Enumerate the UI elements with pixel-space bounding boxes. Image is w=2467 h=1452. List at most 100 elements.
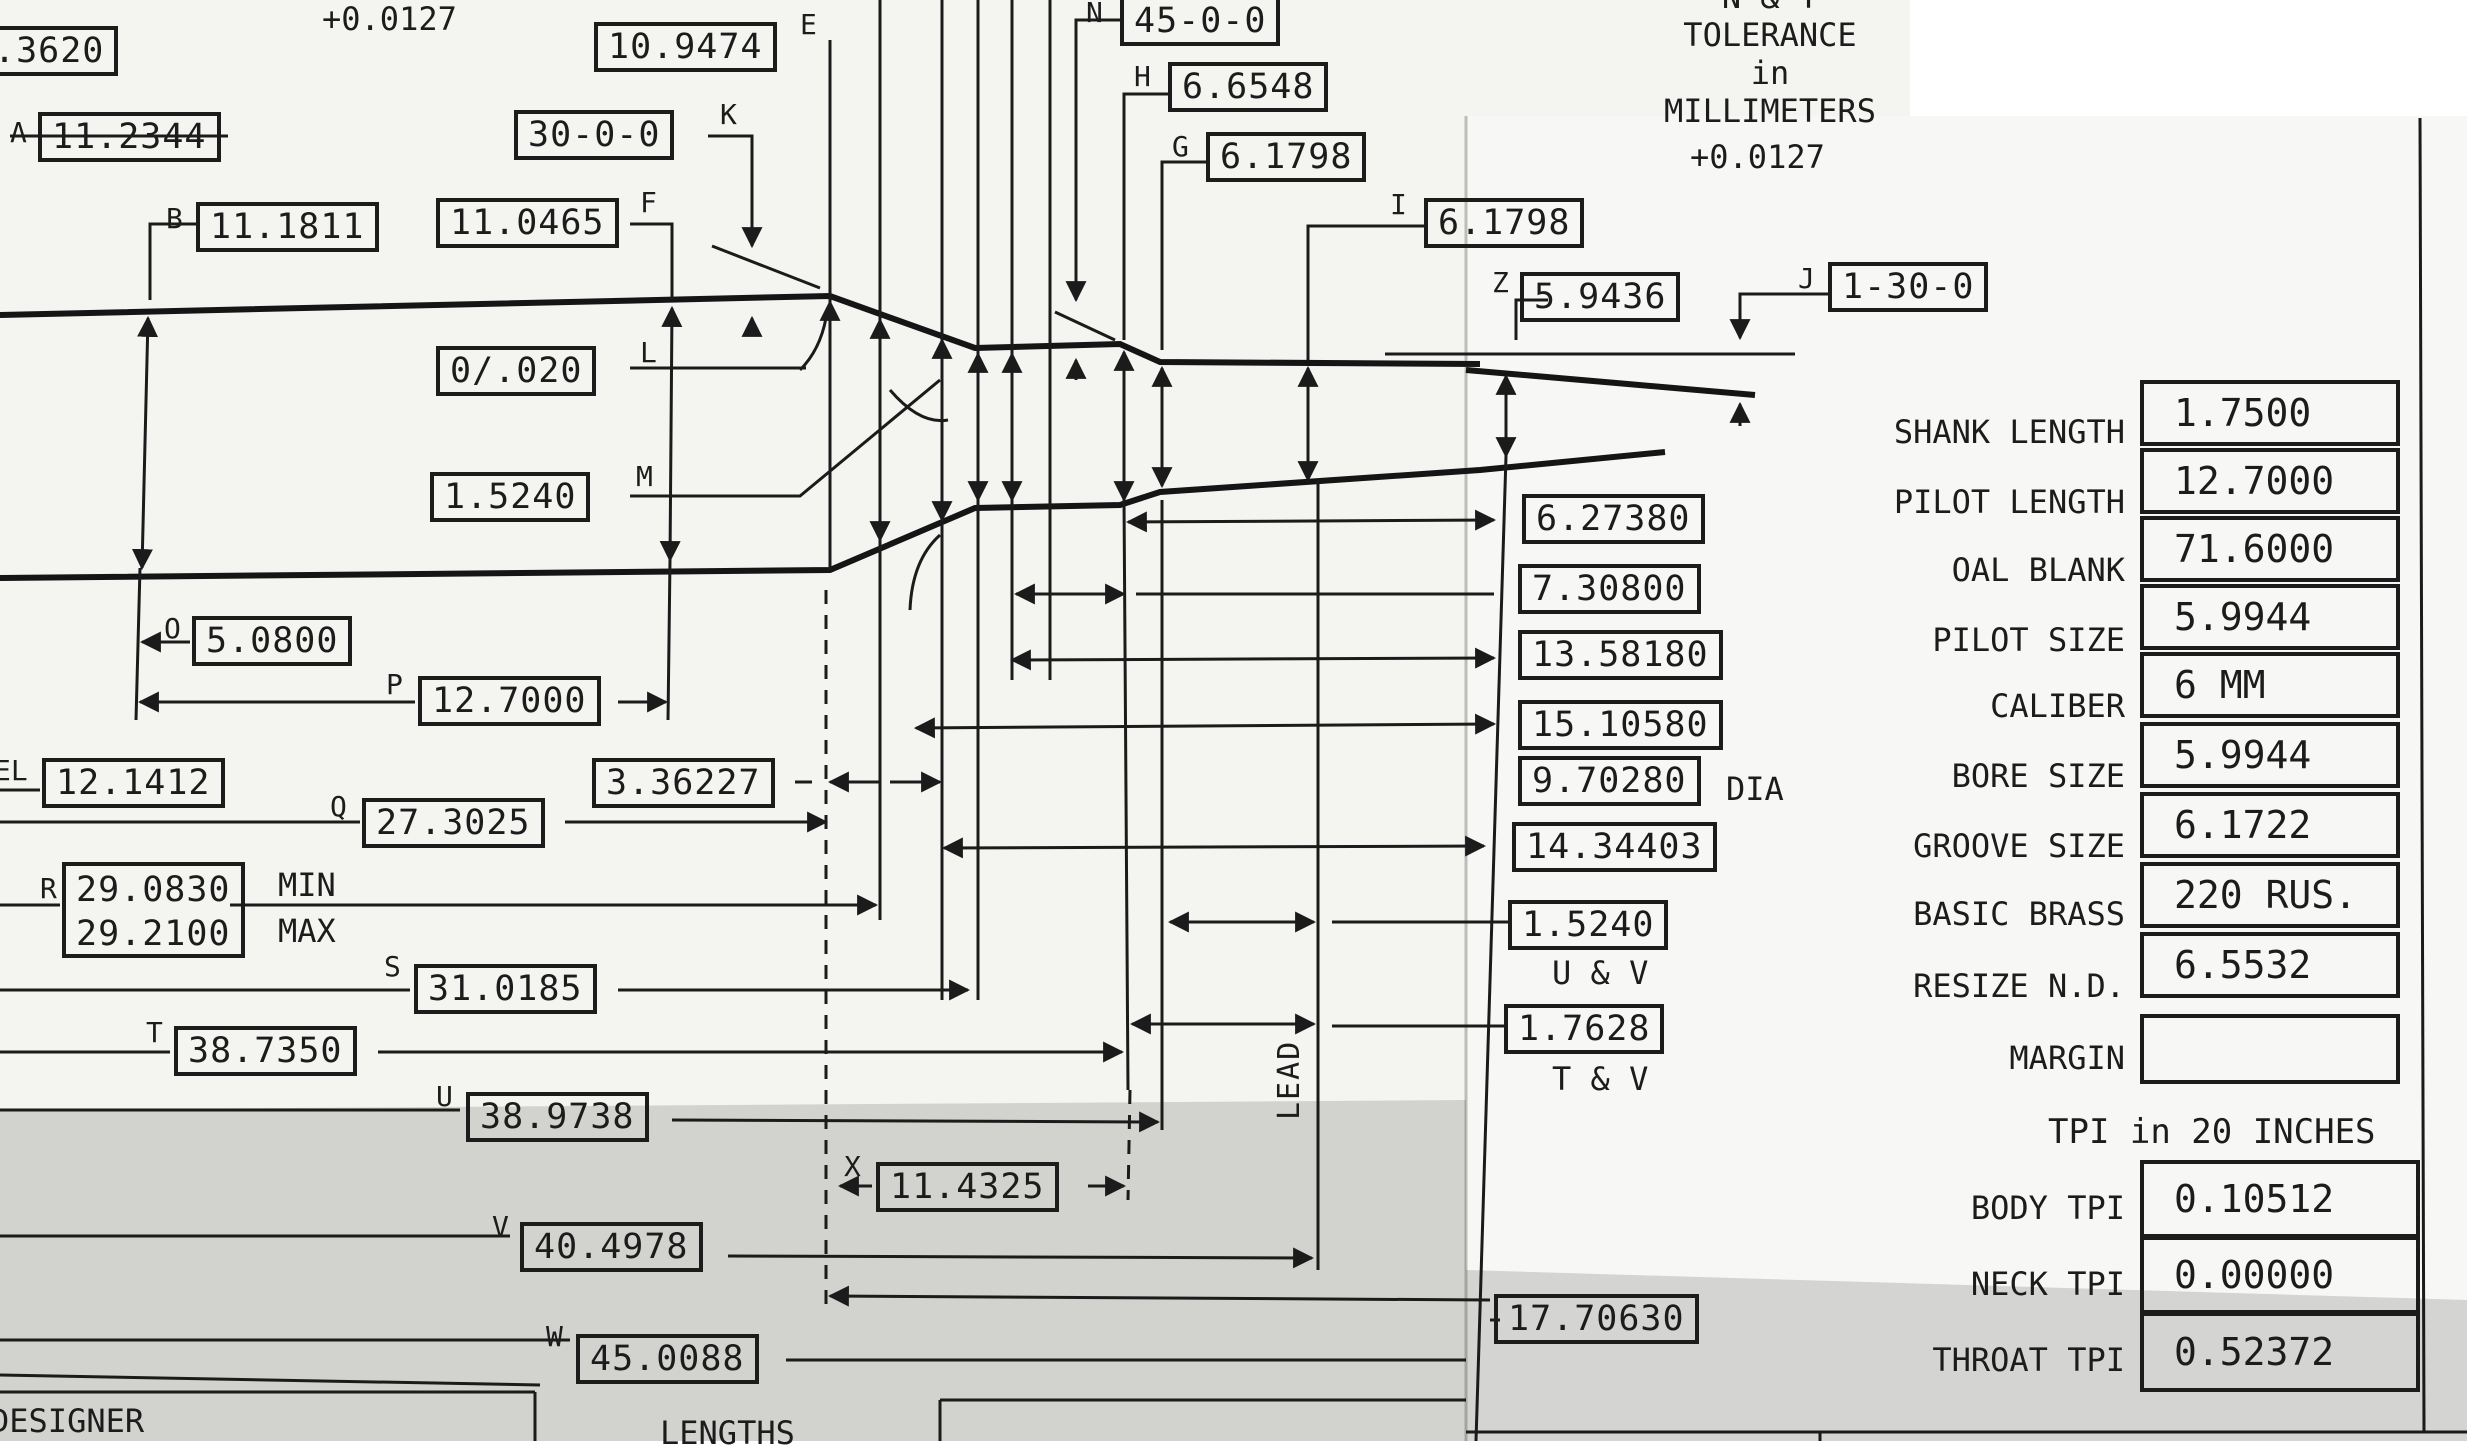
- label-u: U: [436, 1080, 453, 1113]
- spec-label: BASIC BRASS: [1913, 895, 2125, 933]
- spec-value: 12.7000: [2140, 448, 2400, 514]
- dimension-m: 1.5240: [430, 472, 591, 522]
- spec-label: GROOVE SIZE: [1913, 827, 2125, 865]
- spec-value: 6.5532: [2140, 932, 2400, 998]
- label-designer: DESIGNER: [0, 1402, 145, 1440]
- label-u-and-v: U & V: [1552, 954, 1649, 992]
- dimension-el: 12.1412: [42, 758, 225, 808]
- spec-value: [2140, 1014, 2400, 1084]
- label-min: MIN: [278, 866, 336, 904]
- dimension-t: 38.7350: [174, 1026, 357, 1076]
- dimension-d1: 6.27380: [1522, 494, 1705, 544]
- spec-value: 5.9944: [2140, 584, 2400, 650]
- dimension-h: 6.6548: [1168, 62, 1329, 112]
- label-e: E: [800, 8, 817, 41]
- spec-value: 6 MM: [2140, 652, 2400, 718]
- label-k: K: [720, 98, 737, 131]
- label-el: EL: [0, 754, 28, 787]
- dimension-r: 29.0830 29.2100: [62, 862, 245, 958]
- label-j: J: [1798, 262, 1815, 295]
- dimension-d4: 15.10580: [1518, 700, 1723, 750]
- dimension-a: 11.2344: [38, 112, 221, 162]
- dimension-tv: 1.7628: [1504, 1004, 1665, 1054]
- tpi-label: BODY TPI: [1970, 1189, 2125, 1227]
- tpi-value: 0.10512: [2140, 1160, 2420, 1238]
- tpi-heading: TPI in 20 INCHES: [2048, 1112, 2376, 1152]
- spec-value: 71.6000: [2140, 516, 2400, 582]
- dimension-o: 5.0800: [192, 616, 353, 666]
- tpi-value: 0.00000: [2140, 1236, 2420, 1314]
- spec-value: 6.1722: [2140, 792, 2400, 858]
- spec-label: RESIZE N.D.: [1913, 967, 2125, 1005]
- spec-label: BORE SIZE: [1951, 757, 2125, 795]
- dimension-d5: 14.34403: [1512, 822, 1717, 872]
- spec-label: PILOT LENGTH: [1893, 483, 2125, 521]
- partial-dimension-box: .3620: [0, 26, 119, 76]
- spec-label: SHANK LENGTH: [1893, 413, 2125, 451]
- dimension-uv: 1.5240: [1508, 900, 1669, 950]
- label-max: MAX: [278, 912, 336, 950]
- table-paper-right: [1466, 116, 2467, 1441]
- dimension-r-min: 29.0830: [76, 870, 231, 910]
- label-o: O: [164, 612, 181, 645]
- label-b: B: [166, 202, 183, 235]
- label-m: M: [636, 460, 653, 493]
- dimension-g: 6.1798: [1206, 132, 1367, 182]
- dimension-d3: 13.58180: [1518, 630, 1723, 680]
- label-i: I: [1390, 188, 1407, 221]
- dimension-i: 6.1798: [1424, 198, 1585, 248]
- dimension-overall: 17.70630: [1494, 1294, 1699, 1344]
- label-w: W: [546, 1320, 563, 1353]
- label-p: P: [386, 668, 403, 701]
- title-block: [0, 117, 2467, 1441]
- label-lead: LEAD: [1272, 1039, 1307, 1120]
- label-dia: DIA: [1726, 770, 1784, 808]
- spec-value: 5.9944: [2140, 722, 2400, 788]
- shadow-bottom: [0, 1100, 1466, 1441]
- spec-value: 220 RUS.: [2140, 862, 2400, 928]
- label-t-and-v: T & V: [1552, 1060, 1649, 1098]
- dimension-n: 45-0-0: [1120, 0, 1281, 46]
- dimension-k: 30-0-0: [514, 110, 675, 160]
- dimension-v: 40.4978: [520, 1222, 703, 1272]
- dimension-dia: 9.70280: [1518, 756, 1701, 806]
- spec-value: 1.7500: [2140, 380, 2400, 446]
- dimension-neck: 3.36227: [592, 758, 775, 808]
- label-z: Z: [1492, 266, 1509, 299]
- label-h: H: [1134, 60, 1151, 93]
- dimension-f: 11.0465: [436, 198, 619, 248]
- dimension-e: 10.9474: [594, 22, 777, 72]
- dimension-z: 5.9436: [1520, 272, 1681, 322]
- dimension-b: 11.1811: [196, 202, 379, 252]
- label-s: S: [384, 950, 401, 983]
- tpi-value: 0.52372: [2140, 1312, 2420, 1392]
- dimension-l: 0/.020: [436, 346, 597, 396]
- dimension-u: 38.9738: [466, 1092, 649, 1142]
- label-r: R: [40, 872, 57, 905]
- dimension-d2: 7.30800: [1518, 564, 1701, 614]
- spec-label: CALIBER: [1990, 687, 2125, 725]
- dimension-q: 27.3025: [362, 798, 545, 848]
- label-v: V: [492, 1210, 509, 1243]
- dashed-lines: [824, 590, 1132, 1305]
- spec-label: PILOT SIZE: [1932, 621, 2125, 659]
- tolerance-label: N & T TOLERANCE in MILLIMETERS: [1664, 0, 1876, 130]
- dimension-r-max: 29.2100: [76, 914, 231, 954]
- label-a: A: [10, 116, 27, 149]
- label-l: L: [640, 336, 657, 369]
- tpi-label: THROAT TPI: [1932, 1341, 2125, 1379]
- label-n: N: [1086, 0, 1103, 29]
- tolerance-value-right: +0.0127: [1690, 138, 1825, 176]
- dimension-w: 45.0088: [576, 1334, 759, 1384]
- label-x: X: [844, 1150, 861, 1183]
- length-arrows: [0, 509, 1508, 1387]
- dimension-s: 31.0185: [414, 964, 597, 1014]
- label-f: F: [640, 186, 657, 219]
- tpi-label: NECK TPI: [1970, 1265, 2125, 1303]
- leader-lines: [10, 0, 1828, 1441]
- spec-label: MARGIN: [2009, 1039, 2125, 1077]
- label-q: Q: [330, 790, 347, 823]
- dimension-j: 1-30-0: [1828, 262, 1989, 312]
- spec-label: OAL BLANK: [1951, 551, 2125, 589]
